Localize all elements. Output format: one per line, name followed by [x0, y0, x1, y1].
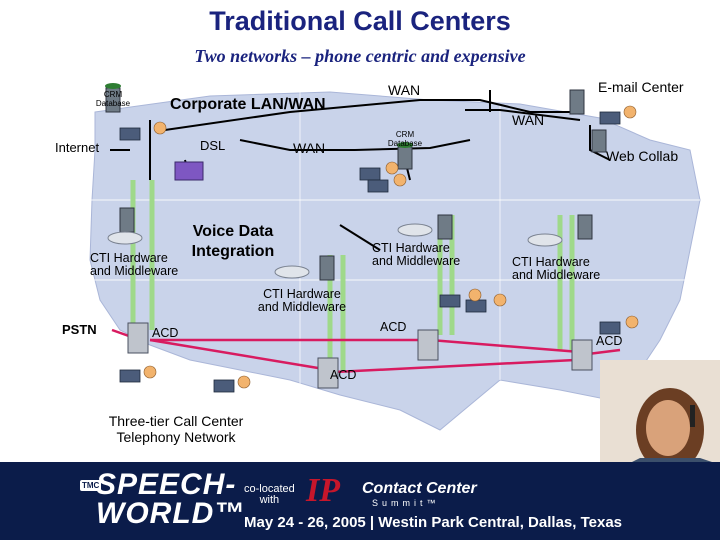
acd-right-label: ACD — [596, 334, 623, 348]
pstn-trunks — [111, 328, 621, 374]
headset-woman-photo — [600, 360, 720, 462]
event-dates-location: May 24 - 26, 2005 | Westin Park Central,… — [244, 514, 623, 531]
acd-switch-icon — [127, 322, 593, 389]
acd-left-label: ACD — [152, 326, 179, 340]
event-banner[interactable]: TMC SPEECH- WORLD™ co-located with IP Co… — [0, 462, 720, 540]
cti-mid-label: CTI Hardware and Middleware — [372, 241, 461, 268]
summit-text: Summit™ — [372, 498, 440, 508]
internet-label: Internet — [55, 140, 100, 155]
wan-right-label: WAN — [512, 112, 545, 128]
network-diagram — [89, 83, 720, 462]
voice-data-integration-label: Voice Data Integration — [191, 223, 275, 260]
agent-icon — [143, 105, 639, 389]
co-located-text: co-located with — [244, 483, 295, 506]
corporate-lan-wan-label: Corporate LAN/WAN — [170, 96, 326, 113]
wan-mid-label: WAN — [293, 140, 326, 156]
contact-center-text: Contact Center — [362, 480, 477, 497]
tmc-logo: TMC — [80, 480, 102, 491]
crm-database-left-label: CRM Database — [95, 90, 131, 108]
workstation-icon — [119, 111, 621, 393]
ip-logo: IP — [306, 472, 340, 509]
wan-top-label: WAN — [388, 82, 421, 98]
page-subtitle: Two networks – phone centric and expensi… — [194, 46, 526, 66]
cti-left-label: CTI Hardware and Middleware — [90, 251, 179, 278]
dsl-label: DSL — [200, 138, 226, 153]
cti-center-label: CTI Hardware and Middleware — [257, 287, 347, 314]
email-center-label: E-mail Center — [598, 79, 684, 95]
acd-mid-label: ACD — [380, 320, 407, 334]
three-tier-label: Three-tier Call Center Telephony Network — [108, 413, 244, 445]
page-title: Traditional Call Centers — [209, 6, 511, 36]
pstn-label: PSTN — [62, 322, 97, 337]
cti-right-label: CTI Hardware and Middleware — [512, 255, 601, 282]
lan-lines — [110, 90, 611, 251]
cd-icon — [107, 223, 563, 279]
crm-database-mid-label: CRM Database — [387, 130, 423, 148]
web-collab-label: Web Collab — [606, 148, 679, 164]
us-map-shape — [89, 91, 701, 431]
speech-world-logo: SPEECH- WORLD™ — [96, 468, 246, 530]
acd-bottom-label: ACD — [330, 368, 357, 382]
router-icon — [174, 161, 204, 181]
